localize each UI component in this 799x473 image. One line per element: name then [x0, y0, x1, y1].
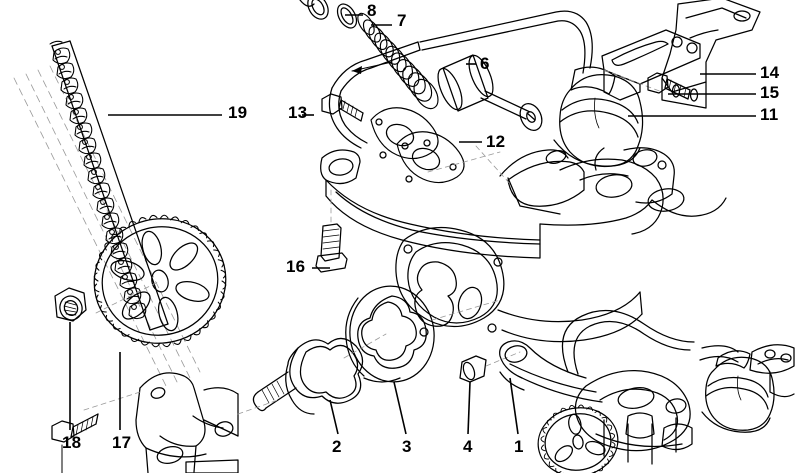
part-drive-sprocket [93, 214, 227, 348]
callout-label-2: 2 [332, 437, 342, 456]
callout-label-14: 14 [760, 63, 780, 82]
part-sealing-ring [299, 0, 358, 29]
callout-label-18: 18 [62, 433, 82, 452]
leader-3 [393, 381, 407, 435]
leader-2 [329, 399, 339, 435]
callout-label-19: 19 [228, 103, 248, 122]
part-timing-drive-chain [13, 40, 201, 391]
leader-lines [69, 14, 756, 435]
part-hex-head-bolt [315, 185, 348, 273]
part-pump-rotor-outer-ring [345, 285, 501, 383]
part-lower-left-bracket [51, 372, 279, 473]
part-oil-feed-pipe [328, 41, 421, 149]
callout-label-11: 11 [760, 105, 779, 124]
part-filter-inlet-tube [419, 10, 593, 74]
callout-label-4: 4 [463, 437, 473, 456]
part-pressure-relief-piston [437, 54, 543, 131]
part-pump-rotor-inner-with-shaft [252, 333, 387, 415]
leader-4 [467, 381, 471, 435]
part-flange-gasket [370, 107, 465, 184]
callout-label-17: 17 [112, 433, 132, 452]
part-hex-flange-bolt-bracket [647, 72, 691, 100]
callout-label-7: 7 [397, 11, 407, 30]
callout-label-1: 1 [514, 437, 524, 456]
part-banjo-bolt [321, 93, 364, 122]
part-oil-pump-housing-body [320, 145, 727, 343]
callout-label-15: 15 [760, 83, 780, 102]
leader-1 [509, 377, 519, 435]
callout-label-6: 6 [480, 54, 490, 73]
callout-label-8: 8 [367, 1, 377, 20]
callout-label-3: 3 [402, 437, 412, 456]
part-mounting-bracket [601, 0, 761, 109]
part-relief-valve-spring [357, 12, 439, 110]
callout-label-13: 13 [288, 103, 308, 122]
part-oil-pump-assembly [499, 310, 795, 473]
callout-label-12: 12 [486, 132, 506, 151]
part-dowel-pin [459, 351, 521, 383]
part-sprocket-nut [54, 287, 87, 322]
callout-label-16: 16 [286, 257, 306, 276]
